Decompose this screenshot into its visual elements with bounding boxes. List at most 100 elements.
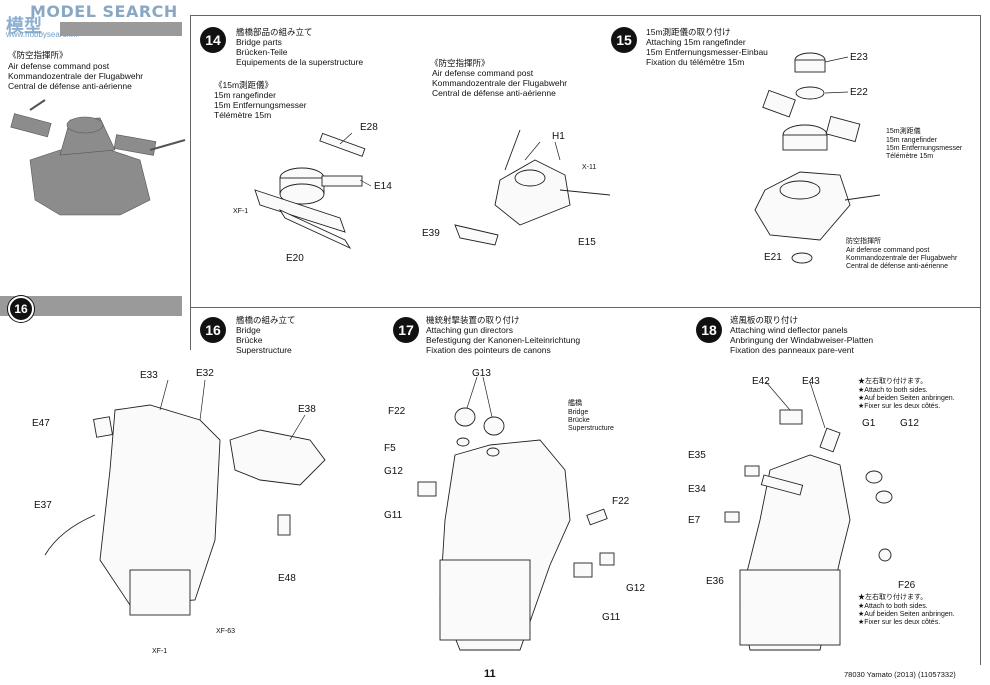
step18-note2-de: ★Auf beiden Seiten anbringen. bbox=[858, 611, 955, 618]
left-label-de: Kommandozentrale der Flugabwehr bbox=[8, 71, 144, 81]
part-label-e43: E43 bbox=[802, 376, 820, 387]
step17-title-en: Attaching gun directors bbox=[426, 325, 513, 335]
section-bar bbox=[0, 296, 182, 316]
step16-title-en: Bridge bbox=[236, 325, 261, 335]
step14-sub2-de: Kommandozentrale der Flugabwehr bbox=[432, 78, 568, 88]
step14-diagram bbox=[254, 129, 611, 250]
part-label-e33: E33 bbox=[140, 370, 158, 381]
step17-title-jp: 機銃射撃装置の取り付け bbox=[426, 315, 520, 325]
step18-title-fr: Fixation des panneaux pare-vent bbox=[730, 345, 854, 355]
step17-bridge-de: Brücke bbox=[568, 417, 590, 424]
part-label-e34: E34 bbox=[688, 484, 706, 495]
step17-diagram bbox=[417, 407, 615, 651]
right-rule bbox=[980, 15, 981, 665]
step15-note2-jp: 防空指揮所 bbox=[846, 238, 881, 245]
step18-title-jp: 遮風板の取り付け bbox=[730, 315, 799, 325]
step18-note2-fr: ★Fixer sur les deux côtés. bbox=[858, 619, 941, 626]
footer-code: 78030 Yamato (2013) (11057332) bbox=[844, 670, 956, 679]
left-label-fr: Central de défense anti-aérienne bbox=[8, 81, 132, 91]
step15-note1-jp: 15m測距儀 bbox=[886, 128, 921, 135]
part-label-x11: X-11 bbox=[582, 164, 597, 171]
part-label-g11-a: G11 bbox=[384, 510, 403, 521]
step18-title-de: Anbringung der Windabweiser-Platten bbox=[730, 335, 874, 345]
step14-sub2-fr: Central de défense anti-aérienne bbox=[432, 88, 556, 98]
part-label-e21: E21 bbox=[764, 252, 782, 263]
step16-title-de: Brücke bbox=[236, 335, 263, 345]
step14-title-fr: Equipements de la superstructure bbox=[236, 57, 364, 67]
page-number: 11 bbox=[484, 668, 496, 680]
header-bar bbox=[60, 22, 182, 36]
part-label-e38: E38 bbox=[298, 404, 316, 415]
section-marker-16: 16 bbox=[8, 296, 34, 322]
step17-title-de: Befestigung der Kanonen-Leiteinrichtung bbox=[426, 335, 581, 345]
step16-title-fr: Superstructure bbox=[236, 345, 292, 355]
step15-title-de: 15m Entfernungsmesser-Einbau bbox=[646, 47, 768, 57]
step15-note1-fr: Télémètre 15m bbox=[886, 153, 934, 160]
part-label-xf63: XF-63 bbox=[216, 628, 236, 635]
step14-sub-en: 15m rangefinder bbox=[214, 90, 276, 100]
left-label-en: Air defense command post bbox=[8, 61, 110, 71]
step15-number: 15 bbox=[611, 27, 637, 53]
step15-note2-fr: Central de défense anti-aérienne bbox=[846, 263, 948, 270]
watermark-brand: MODEL SEARCH bbox=[30, 2, 178, 21]
left-label-jp: 《防空指揮所》 bbox=[8, 50, 68, 60]
part-label-e22: E22 bbox=[850, 87, 868, 98]
step16-number: 16 bbox=[200, 317, 226, 343]
step18-note2-jp: ★左右取り付けます。 bbox=[858, 594, 928, 601]
top-rule bbox=[190, 15, 980, 16]
part-label-f26: F26 bbox=[898, 580, 916, 591]
part-label-f22-b: F22 bbox=[612, 496, 630, 507]
step17-title-fr: Fixation des pointeurs de canons bbox=[426, 345, 551, 355]
step18-title-en: Attaching wind deflector panels bbox=[730, 325, 848, 335]
part-label-h1: H1 bbox=[552, 131, 565, 142]
step15-note2-de: Kommandozentrale der Flugabwehr bbox=[846, 255, 958, 262]
step18-note-de: ★Auf beiden Seiten anbringen. bbox=[858, 395, 955, 402]
part-label-f5: F5 bbox=[384, 443, 396, 454]
watermark-jp: 模型 bbox=[6, 16, 42, 36]
step14-sub-fr: Télémètre 15m bbox=[214, 110, 272, 120]
step14-title-jp: 艦橋部品の組み立て bbox=[236, 27, 313, 37]
part-label-e7: E7 bbox=[688, 515, 701, 526]
part-label-g1: G1 bbox=[862, 418, 876, 429]
part-label-xf1: XF-1 bbox=[233, 208, 249, 215]
part-label-e20: E20 bbox=[286, 253, 304, 264]
step14-sub-de: 15m Entfernungsmesser bbox=[214, 100, 307, 110]
part-label-e37: E37 bbox=[34, 500, 52, 511]
divider-vertical bbox=[190, 15, 191, 350]
step18-note-fr: ★Fixer sur les deux côtés. bbox=[858, 403, 941, 410]
part-label-g12-b: G12 bbox=[626, 583, 645, 594]
step15-diagram bbox=[754, 52, 881, 264]
command-post-photo bbox=[10, 99, 186, 216]
part-label-g12-c: G12 bbox=[900, 418, 919, 429]
part-label-e15: E15 bbox=[578, 237, 596, 248]
leader-lines bbox=[159, 56, 849, 441]
step15-note2-en: Air defense command post bbox=[846, 247, 930, 254]
divider-horizontal bbox=[190, 307, 980, 308]
step14-sub2-jp: 《防空指揮所》 bbox=[430, 58, 490, 68]
step17-number: 17 bbox=[393, 317, 419, 343]
step17-bridge-jp: 艦橋 bbox=[568, 400, 582, 407]
part-label-xf1-b: XF-1 bbox=[152, 648, 168, 655]
step15-note1-en: 15m rangefinder bbox=[886, 137, 937, 144]
part-label-g12-a: G12 bbox=[384, 466, 403, 477]
step17-bridge-fr: Superstructure bbox=[568, 425, 614, 432]
part-label-e23: E23 bbox=[850, 52, 868, 63]
step14-title-en: Bridge parts bbox=[236, 37, 282, 47]
part-label-f22-a: F22 bbox=[388, 406, 406, 417]
part-label-e36: E36 bbox=[706, 576, 724, 587]
step16-diagram bbox=[44, 404, 326, 616]
part-label-e32: E32 bbox=[196, 368, 214, 379]
step14-title-de: Brücken-Teile bbox=[236, 47, 288, 57]
step18-note2-en: ★Attach to both sides. bbox=[858, 603, 928, 610]
step16-title-jp: 艦橋の組み立て bbox=[236, 315, 296, 325]
part-label-e42: E42 bbox=[752, 376, 770, 387]
part-label-e39: E39 bbox=[422, 228, 440, 239]
step18-number: 18 bbox=[696, 317, 722, 343]
step15-title-fr: Fixation du télémètre 15m bbox=[646, 57, 745, 67]
step14-sub2-en: Air defense command post bbox=[432, 68, 534, 78]
step15-title-jp: 15m測距儀の取り付け bbox=[646, 27, 731, 37]
part-label-e47: E47 bbox=[32, 418, 50, 429]
part-label-e48: E48 bbox=[278, 573, 296, 584]
step18-note-en: ★Attach to both sides. bbox=[858, 387, 928, 394]
